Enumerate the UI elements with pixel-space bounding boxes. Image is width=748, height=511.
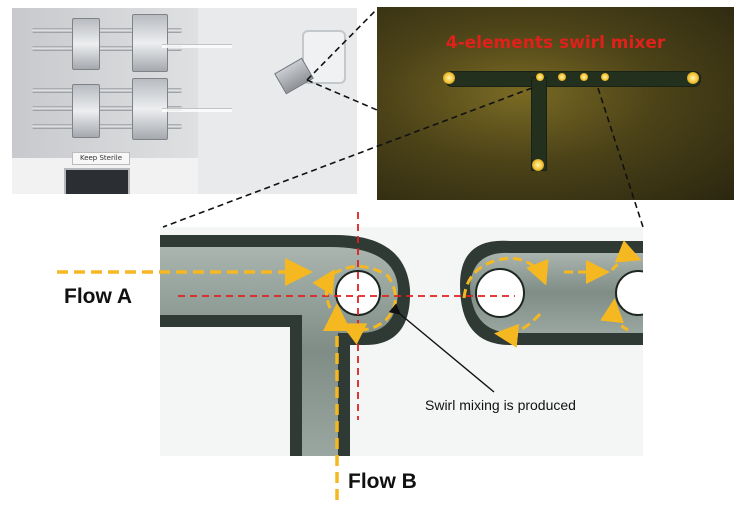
- swirl-element: [580, 73, 588, 81]
- swirl-arrow: [494, 312, 542, 348]
- swirl-chamber-hole: [475, 268, 525, 318]
- zoom-guides: [162, 8, 644, 228]
- zoom-line: [306, 8, 378, 81]
- flow-b-label: Flow B: [348, 470, 417, 493]
- swirl-arrow: [610, 240, 642, 271]
- chip-title: 4-elements swirl mixer: [445, 33, 666, 53]
- zoom-line: [306, 79, 378, 111]
- keep-sterile-label: Keep Sterile: [72, 152, 130, 165]
- swirl-callout-line: [388, 303, 495, 393]
- syringe-tube: [162, 44, 232, 48]
- outlet-port: [687, 72, 699, 84]
- zoom-line: [597, 87, 644, 228]
- swirl-arrow: [332, 265, 397, 345]
- syringe-tube: [162, 108, 232, 112]
- pump-rail: [32, 46, 182, 51]
- flow-a-label: Flow A: [64, 285, 133, 308]
- chip-photo: 4-elements swirl mixer: [377, 7, 734, 200]
- pump-rail: [32, 124, 182, 129]
- pump-rail: [32, 106, 182, 111]
- swirl-element: [536, 73, 544, 81]
- pump-screen: [64, 168, 130, 194]
- inlet-port: [532, 159, 544, 171]
- pump-rail: [32, 28, 182, 33]
- pump-clamp: [72, 84, 100, 138]
- swirl-arrow: [462, 256, 549, 299]
- swirl-arrow: [600, 298, 629, 332]
- swirl-mixing-label: Swirl mixing is produced: [425, 397, 576, 413]
- syringe-holder: [132, 14, 168, 72]
- swirl-element: [558, 73, 566, 81]
- swirl-arrow: [312, 268, 336, 309]
- pump-rail: [32, 88, 182, 93]
- crosshair: [178, 212, 515, 420]
- syringe-pump-photo: Keep Sterile: [12, 8, 357, 194]
- pump-clamp: [72, 18, 100, 70]
- outlet-port: [443, 72, 455, 84]
- zoom-line: [162, 87, 533, 228]
- swirl-element: [601, 73, 609, 81]
